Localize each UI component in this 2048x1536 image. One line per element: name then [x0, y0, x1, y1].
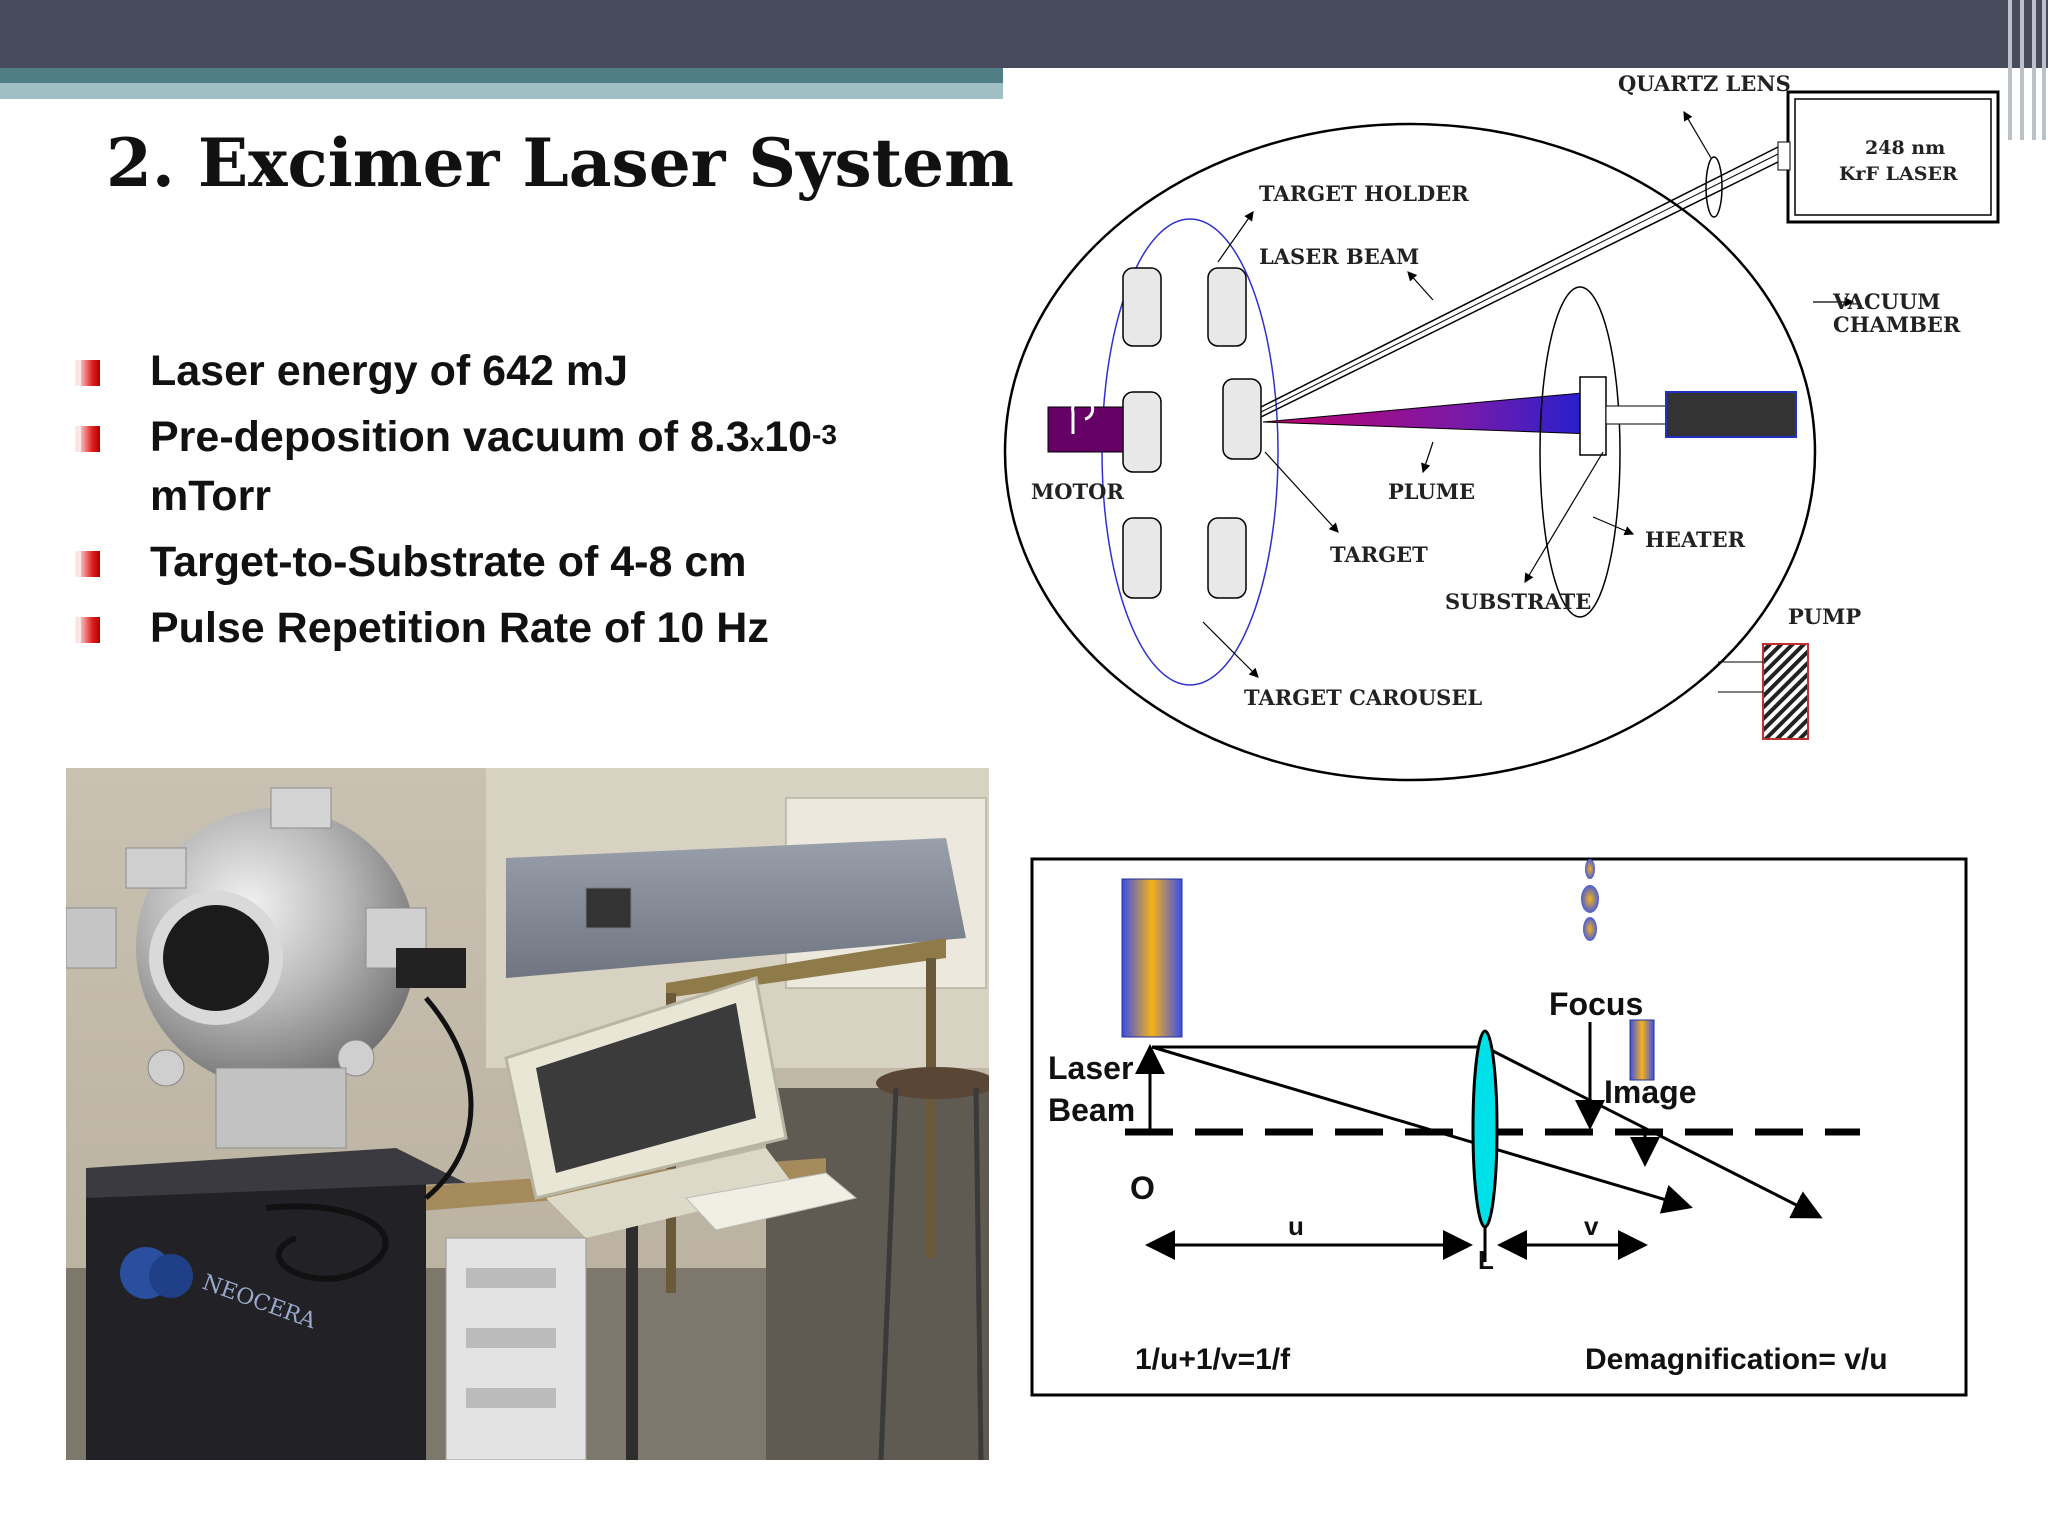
times-symbol: x: [749, 427, 765, 457]
label-lens-l: L: [1478, 1245, 1494, 1275]
label-laser: Laser: [1048, 1050, 1133, 1086]
label-quartz-lens: QUARTZ LENS: [1618, 71, 1791, 96]
label-beam: Beam: [1048, 1092, 1135, 1128]
label-motor: MOTOR: [1031, 479, 1124, 504]
label-u: u: [1288, 1211, 1304, 1241]
label-laser-beam: LASER BEAM: [1259, 244, 1419, 269]
bullet-item: Pre-deposition vacuum of 8.3x10-3 mTorr: [70, 410, 970, 523]
bullet-text: Target-to-Substrate of 4-8 cm: [150, 538, 747, 586]
label-target: TARGET: [1330, 542, 1428, 567]
exponent-base: 10: [764, 413, 813, 461]
label-heater: HEATER: [1645, 527, 1746, 552]
slide-title: 2. Excimer Laser System: [106, 124, 1014, 202]
top-bar: [0, 0, 2048, 68]
accent-stripe-light: [0, 83, 1003, 99]
label-substrate: SUBSTRATE: [1445, 589, 1591, 614]
bullet-icon: [74, 617, 100, 643]
bullet-text: Laser energy of 642 mJ: [150, 347, 629, 395]
label-vacuum: VACUUM: [1832, 289, 1941, 314]
bullet-icon: [74, 551, 100, 577]
plume: [1262, 391, 1594, 435]
bullet-item: Pulse Repetition Rate of 10 Hz: [70, 601, 970, 655]
lab-photo: NEOCERA: [66, 768, 989, 1460]
bullet-item: Target-to-Substrate of 4-8 cm: [70, 535, 970, 589]
bullet-item: Laser energy of 642 mJ: [70, 344, 970, 398]
label-laser-wavelength: 248 nm: [1865, 137, 1945, 159]
label-image: Image: [1604, 1074, 1696, 1110]
vacuum-chamber-outline: [1003, 122, 1817, 782]
image-profile: [1629, 1019, 1655, 1081]
label-pump: PUMP: [1788, 604, 1861, 629]
accent-stripe: [0, 68, 1003, 83]
lens: [1471, 1029, 1499, 1229]
label-focus: Focus: [1549, 986, 1643, 1022]
heater-block: [1665, 391, 1797, 438]
lens-equation: 1/u+1/v=1/f: [1135, 1343, 1291, 1376]
bullet-text: Pulse Repetition Rate of 10 Hz: [150, 604, 769, 652]
label-target-carousel: TARGET CAROUSEL: [1244, 685, 1482, 710]
label-object-o: O: [1130, 1170, 1155, 1206]
label-chamber: CHAMBER: [1833, 312, 1961, 337]
label-v: v: [1584, 1211, 1599, 1241]
label-plume: PLUME: [1388, 479, 1475, 504]
bullet-text: Pre-deposition vacuum of 8.3: [150, 413, 750, 461]
krf-laser-box: [1786, 90, 2000, 224]
bullet-list: Laser energy of 642 mJ Pre-deposition va…: [70, 344, 970, 667]
exponent: -3: [812, 419, 837, 450]
label-target-holder: TARGET HOLDER: [1259, 181, 1469, 206]
optics-diagram: Focus Laser Beam Image O u v L 1/u+1/v=1…: [1030, 857, 1968, 1397]
bullet-icon: [74, 426, 100, 452]
laser-beam-profile: [1121, 878, 1183, 1038]
pld-chamber-diagram: QUARTZ LENS 248 nm KrF LASER TARGET HOLD…: [1003, 62, 2003, 797]
optics-frame: [1030, 857, 1968, 1397]
bullet-icon: [74, 360, 100, 386]
pump: [1762, 643, 1809, 740]
bullet-text-unit: mTorr: [150, 472, 272, 520]
label-krf-laser: KrF LASER: [1839, 163, 1958, 185]
target-holders: [1122, 267, 1262, 599]
demagnification-formula: Demagnification= v/u: [1585, 1343, 1888, 1376]
edge-decoration: [1998, 0, 2048, 140]
motor-block: [1047, 406, 1124, 453]
